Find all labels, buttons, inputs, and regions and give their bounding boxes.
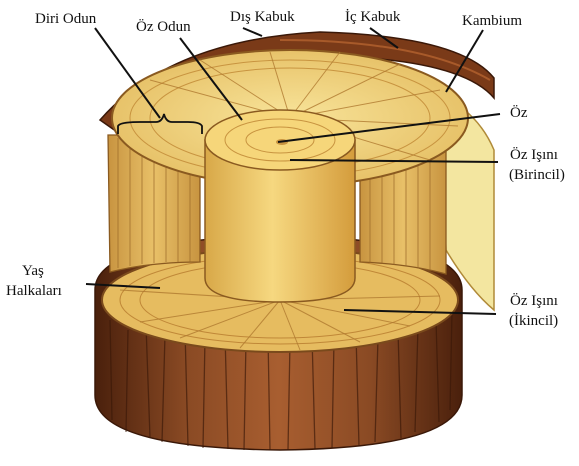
label-oz: Öz: [510, 104, 528, 122]
label-dis-kabuk: Dış Kabuk: [230, 8, 295, 26]
label-diri-odun: Diri Odun: [35, 10, 96, 28]
label-kambium: Kambium: [462, 12, 522, 30]
label-yas-halkalari-2: Halkaları: [6, 282, 62, 300]
label-oz-isini-birincil-1: Öz Işını: [510, 146, 558, 164]
label-oz-odun: Öz Odun: [136, 18, 191, 36]
label-yas-halkalari-1: Yaş: [22, 262, 44, 280]
label-oz-isini-ikincil-1: Öz Işını: [510, 292, 558, 310]
label-ic-kabuk: İç Kabuk: [345, 8, 400, 26]
label-oz-isini-birincil-2: (Birincil): [509, 166, 565, 184]
label-oz-isini-ikincil-2: (İkincil): [509, 312, 558, 330]
